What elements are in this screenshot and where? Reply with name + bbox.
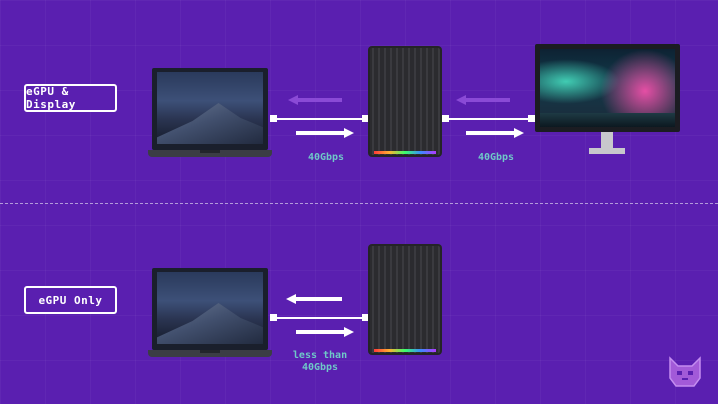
- laptop-icon: [148, 68, 272, 160]
- laptop-icon: [148, 268, 272, 360]
- arrow-left-active: [286, 294, 342, 304]
- monitor-icon: [535, 44, 680, 159]
- cable-laptop-egpu: [272, 118, 368, 120]
- section-divider: [0, 203, 718, 204]
- label-egpu-only: eGPU Only: [24, 286, 117, 314]
- label-egpu-and-display: eGPU & Display: [24, 84, 117, 112]
- arrow-right-active-2: [466, 128, 524, 138]
- port-laptop: [270, 314, 277, 321]
- port-egpu-right: [442, 115, 449, 122]
- arrow-left-inactive-2: [456, 95, 510, 105]
- port-egpu-left: [362, 314, 369, 321]
- egpu-enclosure-icon: [368, 46, 442, 157]
- speed-label-laptop-egpu: 40Gbps: [307, 152, 345, 163]
- arrow-right-active-1: [296, 128, 354, 138]
- arrow-right-active: [296, 327, 354, 337]
- port-laptop: [270, 115, 277, 122]
- egpu-enclosure-icon: [368, 244, 442, 355]
- cable-egpu-monitor: [442, 118, 538, 120]
- port-egpu-left: [362, 115, 369, 122]
- speed-label-egpu-monitor: 40Gbps: [477, 152, 515, 163]
- port-monitor: [528, 115, 535, 122]
- mascot-logo-icon: [669, 356, 701, 387]
- cable-laptop-egpu: [272, 317, 368, 319]
- arrow-left-inactive-1: [288, 95, 342, 105]
- speed-label-less-than: less than 40Gbps: [292, 350, 348, 373]
